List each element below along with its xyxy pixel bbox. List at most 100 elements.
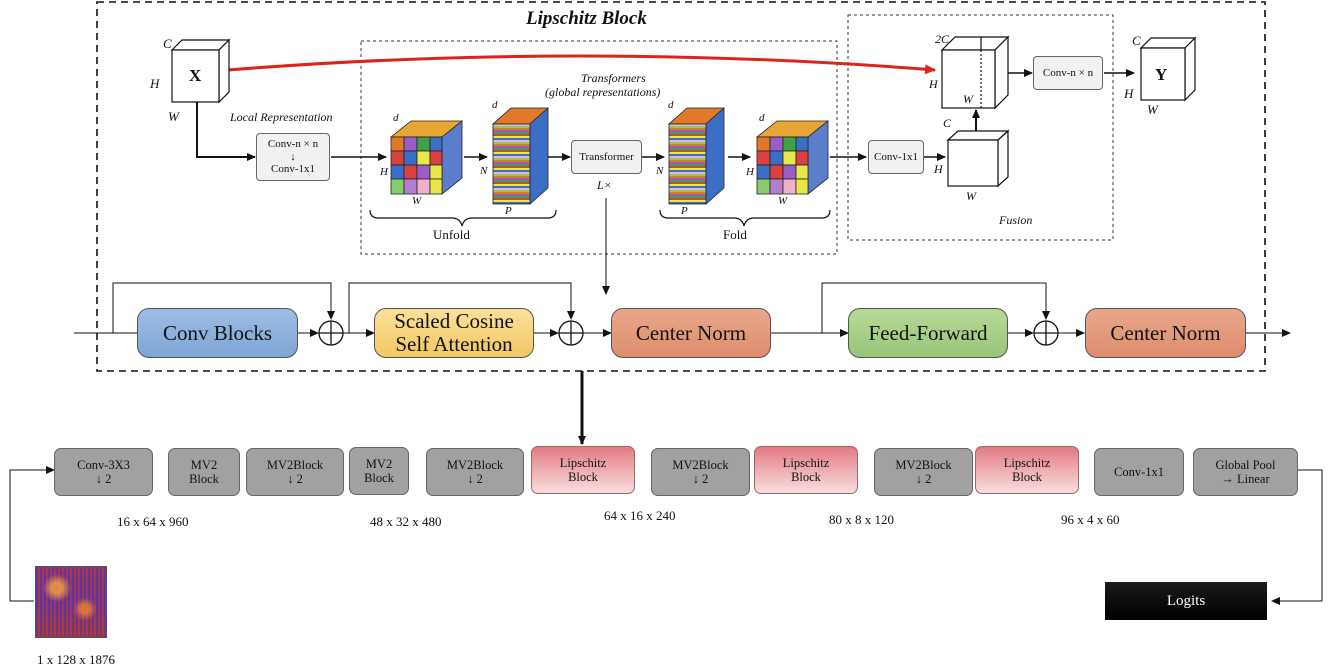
stack1-n-label: N xyxy=(480,165,488,177)
pipeline-block-line1: MV2Block xyxy=(895,457,952,472)
pipeline-block-line1: MV2 xyxy=(365,456,393,471)
lipschitz-block-title: Lipschitz Block xyxy=(526,8,647,29)
fusion-conv-1x1-box: Conv-1x1 xyxy=(868,140,924,174)
stack1-d-label: d xyxy=(492,99,498,111)
pipeline-block: MV2Block↓ 2 xyxy=(246,448,344,496)
input-dims-label: 1 x 128 x 1876 xyxy=(37,652,115,667)
fusion-cube xyxy=(946,129,1010,188)
self-attention-label: Self Attention xyxy=(395,332,513,356)
local-conv-nxn: Conv-n × n xyxy=(267,138,319,151)
feed-forward-box: Feed-Forward xyxy=(848,308,1008,358)
stack2-p-label: P xyxy=(681,205,688,217)
pipeline-block-line1: Lipschitz xyxy=(782,455,830,470)
pipeline-block: MV2Block↓ 2 xyxy=(874,448,973,496)
pipeline-block-line2: → Linear xyxy=(1221,472,1270,486)
fusion-cube-c-label: C xyxy=(943,116,952,130)
fusion-conv-nxn-box: Conv-n × n xyxy=(1033,56,1103,90)
pipeline-block-line1: MV2Block xyxy=(672,457,729,472)
pipeline-block-line2: Block xyxy=(791,470,821,484)
local-feature-cube xyxy=(389,120,464,195)
pipeline-block-line1: Conv-1x1 xyxy=(1114,464,1164,479)
local-representation-label: Local Representation xyxy=(230,110,333,124)
center-norm-box-2: Center Norm xyxy=(1085,308,1246,358)
pipeline-block-line1: Global Pool xyxy=(1215,457,1276,472)
y-c-label: C xyxy=(1132,33,1141,48)
scaled-cosine-label: Scaled Cosine xyxy=(394,309,514,334)
concat-2c-label: 2C xyxy=(935,32,950,46)
x-to-local-line xyxy=(196,102,256,161)
concat-w-label: W xyxy=(963,92,973,106)
x-c-label: C xyxy=(163,36,172,51)
unfolded-tensor-right xyxy=(667,107,726,205)
fusion-cube-h-label: H xyxy=(934,162,943,176)
y-label: Y xyxy=(1155,65,1168,84)
x-w-label: W xyxy=(168,109,179,124)
pipeline-block-line2: ↓ 2 xyxy=(915,472,932,486)
fold-label: Fold xyxy=(723,227,747,242)
pipeline-block-line2: ↓ 2 xyxy=(287,472,303,486)
pipeline-block: MV2Block↓ 2 xyxy=(426,448,524,496)
transformers-title: Transformers xyxy=(581,71,646,85)
pipeline-block-line1: Conv-3X3 xyxy=(77,457,130,472)
concat-cube xyxy=(940,35,1010,110)
y-cube xyxy=(1139,36,1197,102)
pipeline-block-line1: MV2Block xyxy=(446,457,504,472)
conv-blocks-box: Conv Blocks xyxy=(137,308,298,358)
global-representations-label: (global representations) xyxy=(545,85,661,99)
concat-h-label: H xyxy=(929,77,938,91)
fusion-label: Fusion xyxy=(999,213,1033,227)
local-conv-box: Conv-n × n ↓ Conv-1x1 xyxy=(256,133,330,181)
unfolded-tensor-left xyxy=(491,107,550,205)
logits-box: Logits xyxy=(1105,582,1267,620)
stack2-n-label: N xyxy=(656,165,664,177)
dims-label: 16 x 64 x 960 xyxy=(117,514,189,529)
pipeline-block-line1: MV2 xyxy=(190,457,218,472)
pipeline-block-line2: ↓ 2 xyxy=(692,472,709,486)
pipeline-block: Global Pool→ Linear xyxy=(1193,448,1298,496)
x-label: X xyxy=(189,66,202,85)
pipeline-block-line2: Block xyxy=(189,472,219,486)
dims-label: 64 x 16 x 240 xyxy=(604,508,676,523)
pipeline-block-line2: ↓ 2 xyxy=(467,472,483,486)
transformers-frame xyxy=(360,40,838,255)
y-h-label: H xyxy=(1124,86,1134,101)
pipeline-block: Conv-1x1 xyxy=(1094,448,1184,496)
dims-label: 96 x 4 x 60 xyxy=(1061,512,1120,527)
transformer-box: Transformer xyxy=(571,140,642,174)
cube1-w-label: W xyxy=(412,195,422,207)
fusion-frame xyxy=(847,14,1114,241)
pipeline-block-line2: Block xyxy=(364,471,394,485)
cube2-h-label: H xyxy=(746,166,754,178)
l-times-label: L× xyxy=(597,178,612,192)
fold-brace xyxy=(659,209,831,227)
residual-arrow xyxy=(227,54,936,75)
y-w-label: W xyxy=(1147,102,1158,117)
dims-label: 48 x 32 x 480 xyxy=(370,514,442,529)
cube1-h-label: H xyxy=(380,166,388,178)
input-spectrogram xyxy=(35,566,107,638)
scaled-cosine-attention-box: Scaled Cosine Self Attention xyxy=(374,308,534,358)
pipeline-block-line2: Block xyxy=(1012,470,1042,484)
pipeline-block-line1: Lipschitz xyxy=(1003,455,1051,470)
center-norm-box-1: Center Norm xyxy=(611,308,771,358)
cube2-w-label: W xyxy=(778,195,788,207)
cube2-d-label: d xyxy=(759,112,765,124)
stack1-p-label: P xyxy=(505,205,512,217)
local-conv-arrow: ↓ xyxy=(290,150,296,163)
unfold-label: Unfold xyxy=(433,227,470,242)
pipeline-block-line2: ↓ 2 xyxy=(95,472,112,486)
pipeline-block: MV2Block↓ 2 xyxy=(651,448,750,496)
stack2-d-label: d xyxy=(668,99,674,111)
pipeline-block-line1: MV2Block xyxy=(266,457,324,472)
x-h-label: H xyxy=(150,76,160,91)
pipeline-block-line1: Lipschitz xyxy=(559,455,607,470)
folded-feature-cube xyxy=(755,120,830,195)
local-conv-1x1: Conv-1x1 xyxy=(271,163,315,176)
unfold-brace xyxy=(369,209,557,227)
